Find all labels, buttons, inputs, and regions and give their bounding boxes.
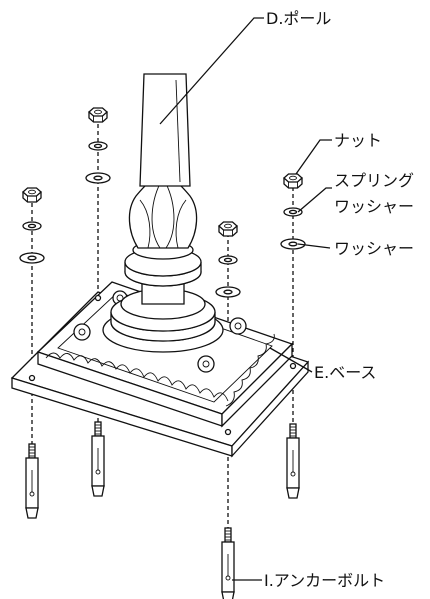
base-inner-ridge: [57, 291, 273, 403]
leader-nut: [295, 139, 332, 175]
base-plate-front-right-edge: [231, 360, 309, 458]
pole-shaft: [139, 73, 191, 187]
nut-icon: [22, 187, 42, 203]
washer-icon: [85, 172, 111, 184]
bolt-hole-back: [94, 294, 102, 302]
washer-icon: [280, 238, 306, 250]
anchor-bolt-back-right: [286, 423, 300, 499]
fastener-stack-front-right: [215, 221, 241, 298]
leader-lines: [159, 17, 332, 581]
fastener-stack-front-left: [85, 107, 111, 184]
spring-washer-icon: [22, 221, 42, 231]
anchor-bolt-front-left: [91, 421, 105, 497]
rosette-right: [229, 317, 247, 335]
label-nut: ナット: [334, 131, 382, 150]
spring-washer-icon: [88, 141, 108, 151]
anchor-bolt-back-left: [25, 443, 39, 519]
labels: D.ポール ナット スプリング ワッシャー ワッシャー E.ベース I.アンカー…: [264, 9, 414, 590]
anchor-bolt-front-right: [221, 527, 235, 599]
leader-spring-washer: [297, 187, 332, 213]
label-spring-washer-line1: スプリング: [334, 171, 414, 190]
bolt-hole-right: [289, 362, 297, 370]
bolt-hole-front: [224, 428, 232, 436]
fastener-stacks: [19, 107, 306, 298]
fastener-stack-back-left: [19, 187, 45, 264]
leader-pole: [159, 17, 264, 125]
pole-shading: [175, 79, 181, 183]
tulip-petal-line-3: [139, 199, 151, 249]
leader-base: [269, 347, 313, 373]
label-pole: D.ポール: [266, 9, 331, 28]
bolt-hole-left: [28, 374, 36, 382]
rosette-front: [197, 355, 215, 373]
spring-washer-icon: [218, 255, 238, 265]
tulip-petal-line-4: [175, 199, 187, 249]
label-base: E.ベース: [314, 363, 376, 382]
label-spring-washer-line2: ワッシャー: [334, 197, 414, 216]
leader-washer: [297, 243, 331, 249]
pole-assembly: [102, 73, 224, 353]
nut-icon: [218, 221, 238, 237]
tulip-ornament: [128, 175, 198, 249]
rosette-left: [73, 323, 91, 341]
label-washer: ワッシャー: [334, 239, 414, 258]
base-ornament-right-side: [221, 342, 293, 428]
washer-icon: [215, 286, 241, 298]
nut-icon: [88, 107, 108, 123]
nut-icon: [283, 173, 303, 189]
anchor-bolts: [25, 421, 300, 599]
fastener-stack-back-right: [280, 173, 306, 250]
washer-icon: [19, 252, 45, 264]
base-leaf-ornament-right: [225, 333, 275, 407]
label-anchor-bolt: I.アンカーボルト: [264, 571, 385, 590]
base-leaf-ornament-left: [45, 352, 229, 402]
spring-washer-icon: [283, 207, 303, 217]
